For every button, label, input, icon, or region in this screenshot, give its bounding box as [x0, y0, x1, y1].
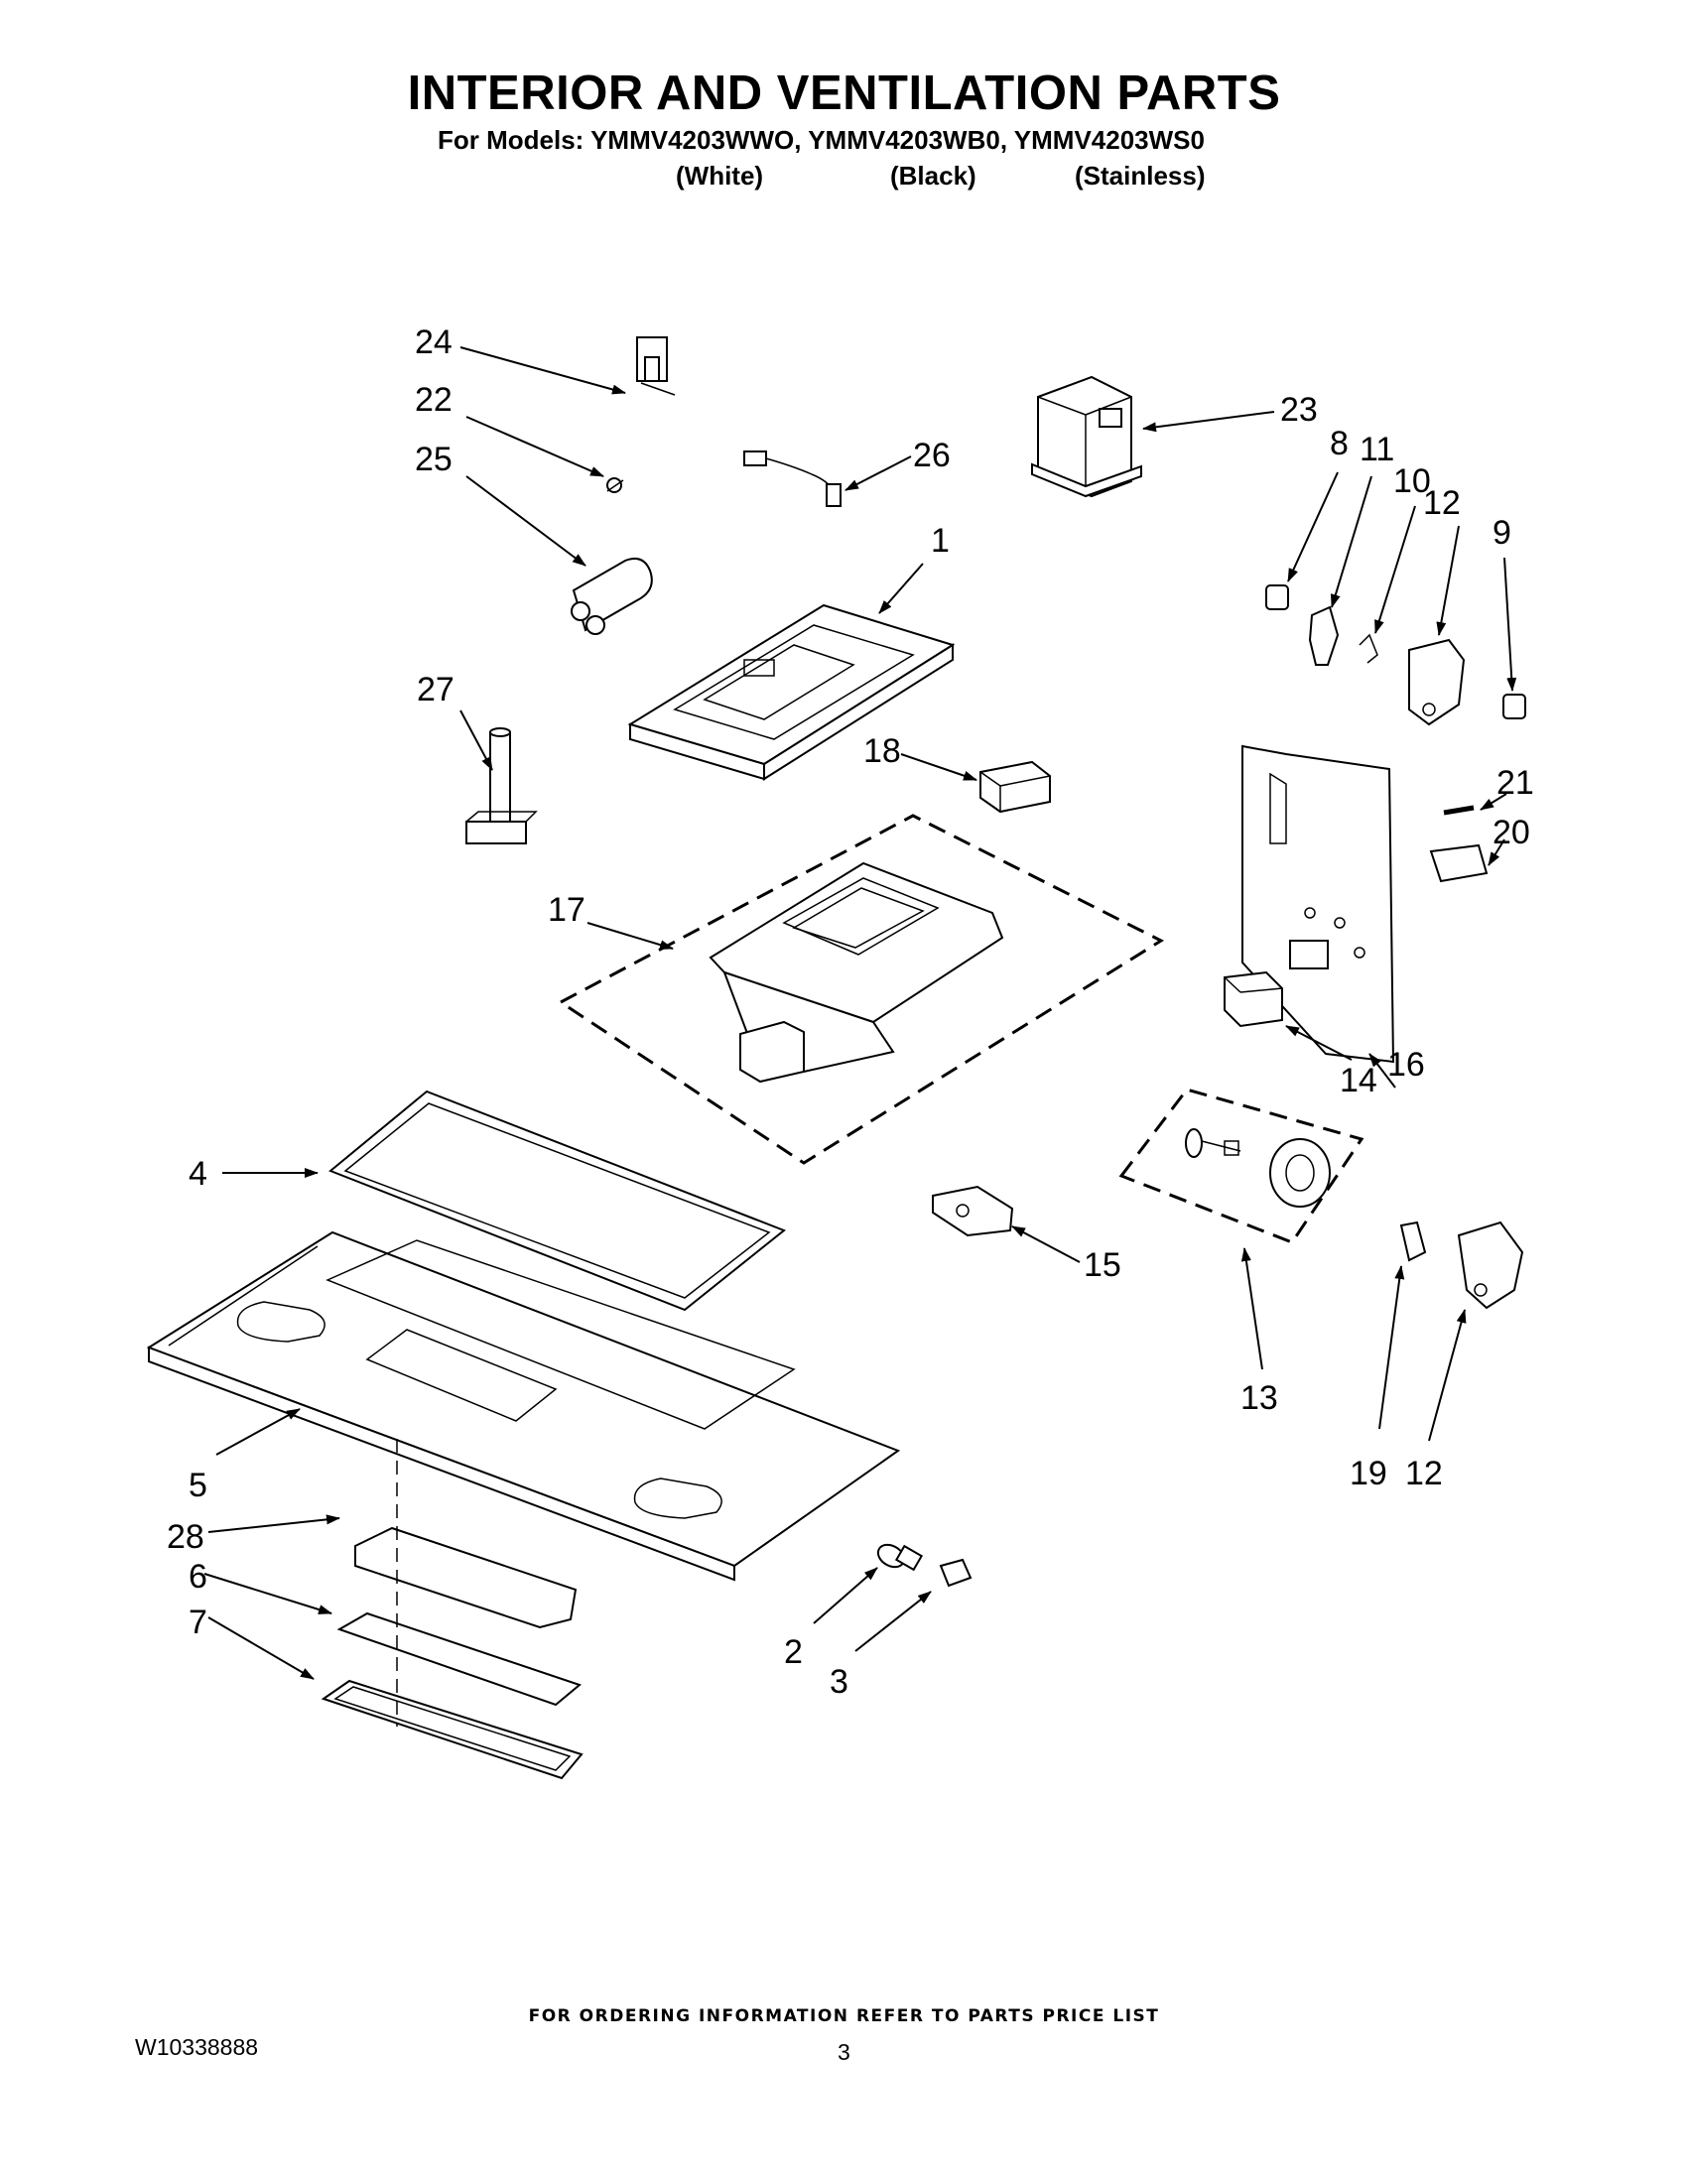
variant-white: (White): [676, 161, 764, 191]
part-12-latch-holder-lower: [1457, 1220, 1524, 1310]
part-23-transformer: [1031, 375, 1142, 498]
callout-26: 26: [913, 437, 951, 474]
part-18-box: [979, 760, 1051, 814]
part-1-mounting-plate: [627, 603, 956, 781]
part-17-duct-group: [558, 814, 1165, 1165]
callout-24: 24: [415, 323, 453, 361]
part-12-latch-holder-upper: [1408, 638, 1466, 726]
page-title: INTERIOR AND VENTILATION PARTS: [407, 66, 1281, 120]
part-21-pin: [1443, 805, 1475, 816]
ordering-note: FOR ORDERING INFORMATION REFER TO PARTS …: [528, 2006, 1160, 2026]
callout-19: 19: [1350, 1455, 1387, 1492]
part-19-switch: [1399, 1220, 1427, 1262]
part-10-spring: [1359, 633, 1378, 664]
part-7-light-housing: [321, 1679, 584, 1780]
callout-7: 7: [189, 1604, 207, 1641]
part-8-switch: [1265, 584, 1289, 610]
callout-18: 18: [863, 732, 901, 770]
callout-8: 8: [1330, 425, 1349, 462]
part-28-light-cover: [354, 1526, 578, 1629]
callout-4: 4: [189, 1155, 207, 1193]
part-16-control-bracket: [1241, 744, 1395, 1064]
callout-15: 15: [1084, 1246, 1121, 1284]
part-6-lens: [336, 1611, 583, 1707]
callout-28: 28: [167, 1518, 204, 1556]
callout-3: 3: [830, 1663, 848, 1701]
part-27-shaft: [465, 727, 538, 844]
part-14-box: [1224, 970, 1283, 1028]
callout-17: 17: [548, 891, 585, 929]
part-4-grease-filter: [328, 1090, 786, 1312]
variant-black: (Black): [890, 161, 976, 191]
callout-9: 9: [1493, 514, 1511, 552]
part-11-bracket: [1308, 605, 1340, 666]
callout-10: 10: [1393, 462, 1431, 500]
part-9-switch: [1502, 694, 1526, 719]
callout-12-lower: 12: [1405, 1455, 1443, 1492]
callout-labels: 1 2 3 4 5 6 7 8 9 10 11 12 12 13 14 15 1…: [167, 323, 1534, 1701]
callout-23: 23: [1280, 391, 1318, 429]
callout-1: 1: [931, 522, 950, 560]
part-15-sensor-plate: [932, 1185, 1014, 1237]
page-number: 3: [838, 2039, 850, 2065]
variant-stainless: (Stainless): [1075, 161, 1206, 191]
leader-arrows: [203, 346, 1517, 1680]
callout-12-upper: 12: [1423, 484, 1461, 522]
callout-5: 5: [189, 1467, 207, 1504]
part-24-bracket: [636, 336, 676, 396]
models-line: For Models: YMMV4203WWO, YMMV4203WB0, YM…: [438, 125, 1205, 155]
callout-25: 25: [415, 441, 453, 478]
callout-2: 2: [784, 1633, 803, 1671]
callout-11: 11: [1360, 431, 1394, 468]
part-5-bottom-plate: [146, 1230, 901, 1582]
callout-6: 6: [189, 1558, 207, 1596]
part-2-bulb: [876, 1543, 924, 1572]
callout-27: 27: [417, 671, 454, 708]
part-3-socket: [939, 1558, 973, 1588]
callout-20: 20: [1493, 814, 1530, 851]
callout-22: 22: [415, 381, 453, 419]
part-22-clip: [606, 477, 624, 493]
callout-21: 21: [1496, 764, 1534, 802]
callout-14: 14: [1340, 1062, 1377, 1099]
part-20-switch-block: [1429, 843, 1489, 883]
callout-13: 13: [1240, 1379, 1278, 1417]
callout-16: 16: [1387, 1046, 1425, 1084]
document-number: W10338888: [135, 2034, 259, 2060]
part-13-fan-motor-group: [1118, 1088, 1364, 1244]
part-26-wire: [743, 450, 842, 507]
part-25-capacitor: [571, 558, 653, 635]
